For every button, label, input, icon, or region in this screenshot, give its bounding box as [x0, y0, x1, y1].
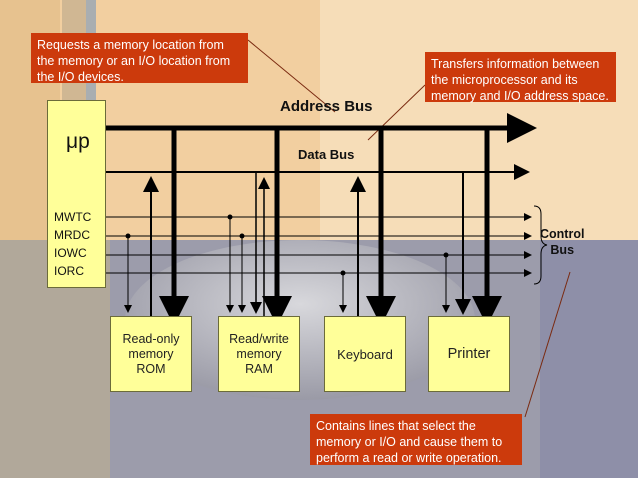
control-bus-brace	[533, 205, 548, 285]
callout-memory-request: Requests a memory location from the memo…	[31, 33, 248, 84]
data-bus-label: Data Bus	[298, 147, 355, 162]
microprocessor-box	[47, 100, 106, 288]
ram-label-line2: memory	[236, 346, 282, 361]
leader-line-control-lines	[524, 271, 571, 418]
printer-box: Printer	[428, 316, 510, 392]
address-bus-label: Address Bus	[280, 98, 373, 115]
signal-iorc-label: IORC	[54, 264, 84, 278]
control-bus-label: Control Bus	[540, 226, 584, 258]
microprocessor-label: μp	[66, 130, 90, 153]
signal-iowc-label: IOWC	[54, 246, 87, 260]
keyboard-iorc-dot	[340, 270, 346, 276]
callout-transfer-info: Transfers information between the microp…	[425, 52, 616, 103]
signal-mwtc-label: MWTC	[54, 210, 92, 224]
rom-label-line3: ROM	[136, 361, 166, 376]
control-bus-label-line2: Bus	[550, 243, 575, 257]
control-bus-label-line1: Control	[540, 227, 585, 241]
rom-label-line1: Read-only	[122, 331, 180, 346]
leader-line-transfer-info	[367, 84, 426, 141]
signal-mrdc-label: MRDC	[54, 228, 90, 242]
rom-mrdc-dot	[125, 233, 131, 239]
ram-mwtc-dot	[227, 214, 233, 220]
callout-control-lines: Contains lines that select the memory or…	[310, 414, 522, 465]
ram-label-line3: RAM	[245, 361, 273, 376]
rom-label-line2: memory	[128, 346, 174, 361]
ram-label-line1: Read/write	[229, 331, 289, 346]
rom-box: Read-only memory ROM	[110, 316, 192, 392]
ram-box: Read/write memory RAM	[218, 316, 300, 392]
keyboard-box: Keyboard	[324, 316, 406, 392]
leader-line-memory-request	[247, 39, 336, 113]
ram-mrdc-dot	[239, 233, 245, 239]
printer-iowc-dot	[443, 252, 449, 258]
